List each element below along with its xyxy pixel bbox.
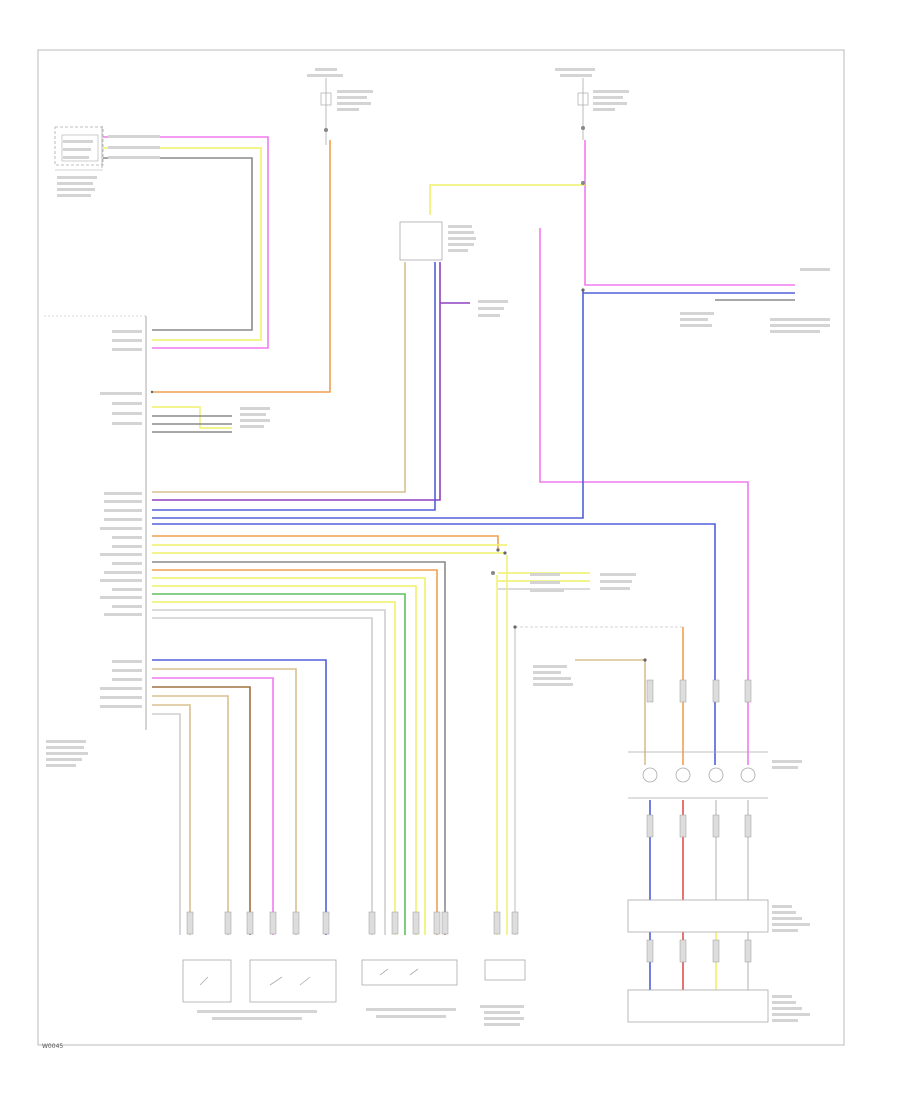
bottom-middle-switch — [361, 959, 458, 986]
fuse-right-wires — [429, 140, 795, 286]
fuse-top-left — [320, 78, 332, 145]
wire-orange-fuse-left — [152, 140, 331, 393]
relay-unit — [399, 221, 443, 268]
sensor-lower-wires — [649, 800, 749, 990]
sensor-boxes — [627, 899, 769, 1023]
illegible-labels — [46, 68, 830, 1026]
right-side-wires — [152, 228, 795, 765]
bottom-left-switch — [182, 959, 337, 1003]
tcm-wires — [103, 136, 269, 349]
diagram-frame — [37, 49, 845, 1046]
bottom-right-module — [484, 959, 526, 981]
diagram-code: W0045 — [42, 1043, 64, 1050]
small-connector — [491, 555, 590, 935]
sensor-block — [515, 626, 768, 799]
transmission-control-module — [54, 126, 104, 171]
connector-pins — [186, 679, 752, 963]
lower-left-bundle — [152, 659, 327, 935]
middle-bundle — [152, 535, 507, 935]
relay-wires — [152, 262, 470, 511]
fuse-top-right — [577, 78, 589, 140]
splice-dots — [150, 288, 647, 662]
left-side-sensor — [152, 406, 232, 433]
